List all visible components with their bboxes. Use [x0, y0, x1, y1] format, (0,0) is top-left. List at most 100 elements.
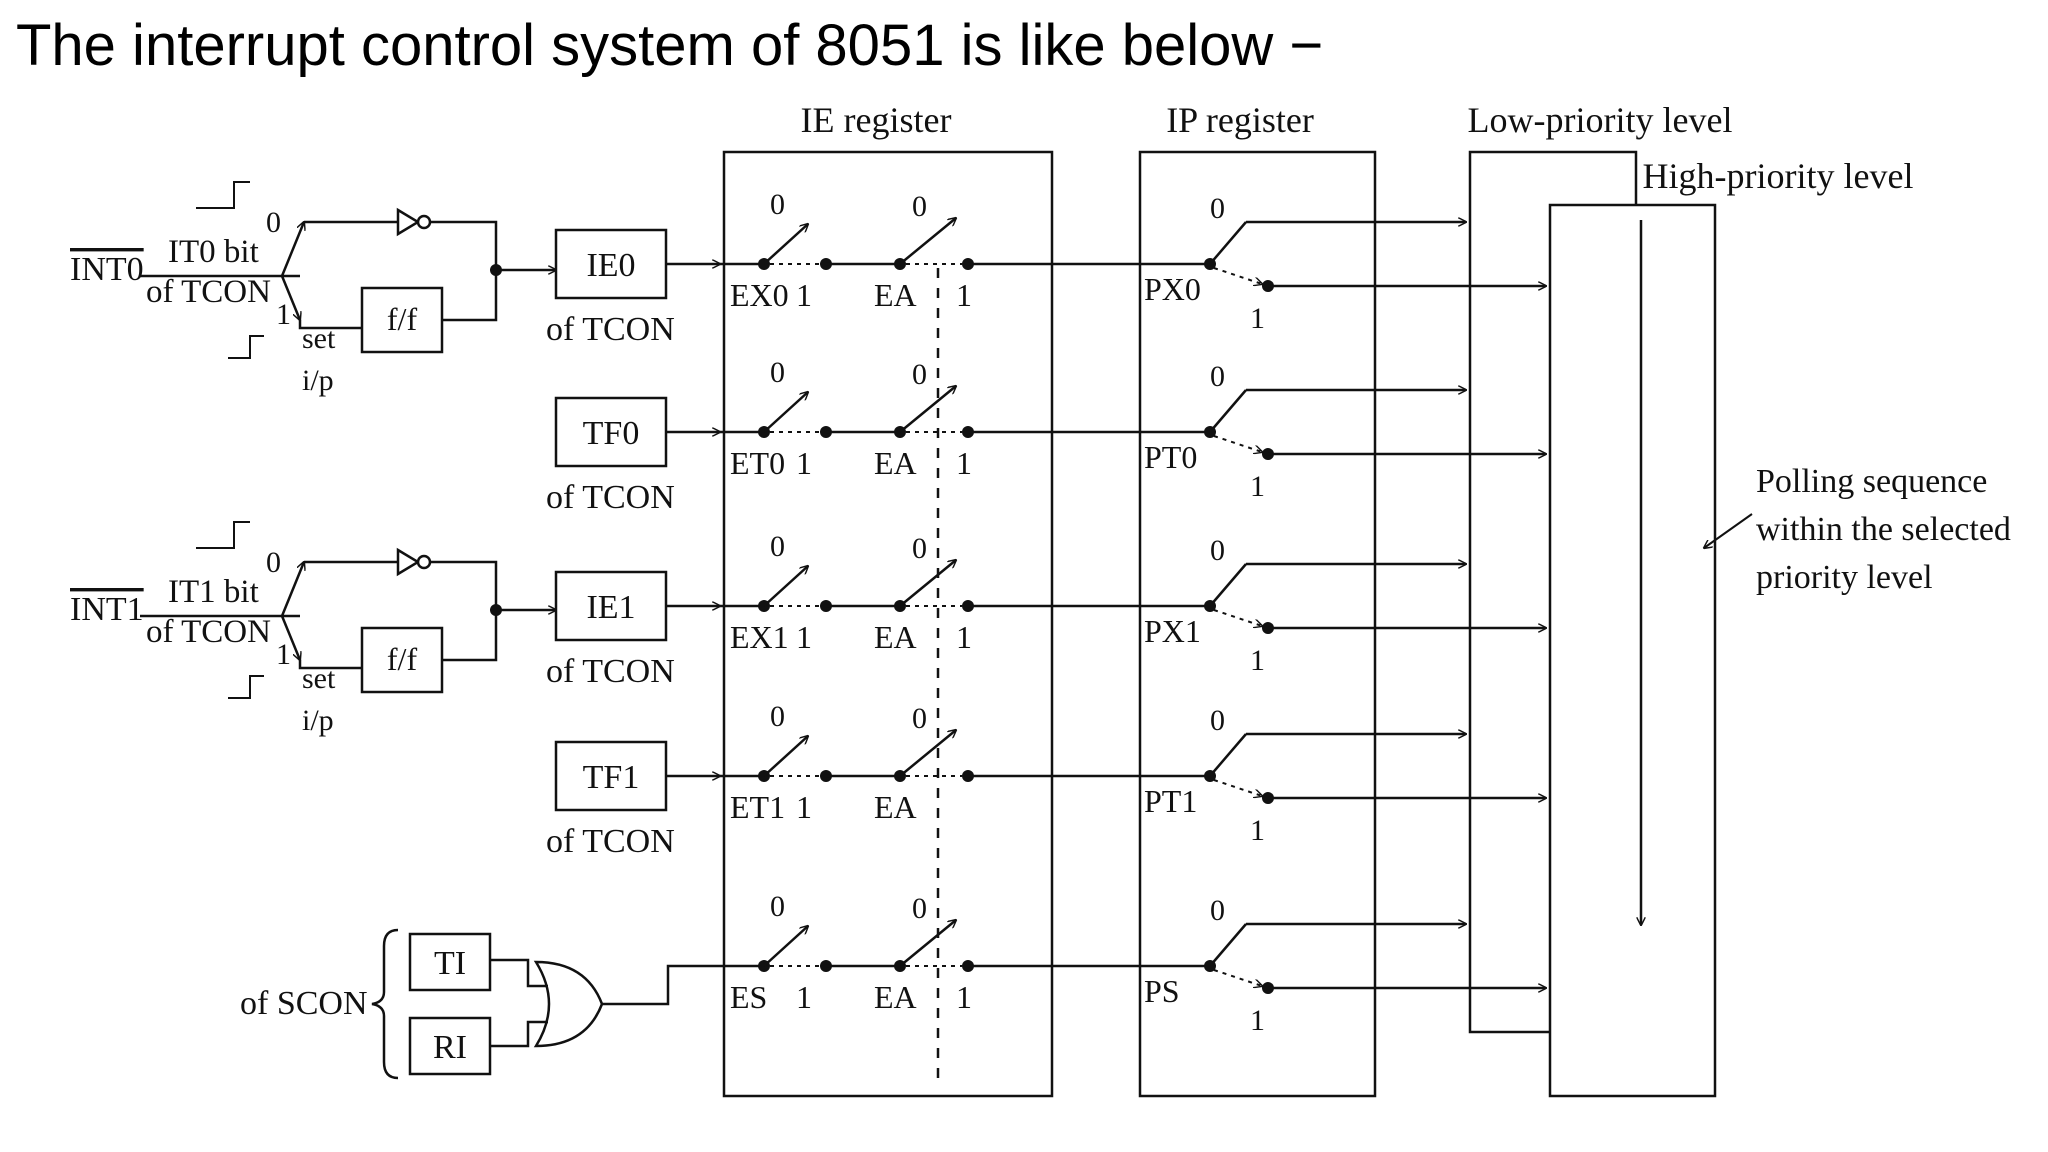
low-priority-box [1468, 150, 1638, 1034]
ip-register-box [1138, 150, 1377, 1098]
ea-0-label: 0 [912, 358, 927, 391]
ea-0-label: 0 [912, 190, 927, 223]
priority-bit-label: PS [1144, 973, 1180, 1009]
ip-label: i/p [302, 364, 334, 397]
priority-1-label: 1 [1250, 470, 1265, 503]
priority-arm-0 [1209, 563, 1247, 607]
priority-0-label: 0 [1210, 894, 1225, 927]
ea-bit-label: EA [874, 789, 917, 825]
selector-0-label: 0 [266, 206, 281, 239]
enable-bit-label: EX1 [730, 619, 789, 655]
priority-1-label: 1 [1250, 814, 1265, 847]
priority-dotted [1213, 779, 1262, 796]
priority-0-label: 0 [1210, 192, 1225, 225]
ea-bit-label: EA [874, 979, 917, 1015]
selector-0-label: 0 [266, 546, 281, 579]
selector-arm-0 [280, 562, 304, 617]
lower-path [298, 320, 362, 330]
flip-flop-label: f/f [387, 301, 418, 337]
polling-label-1: Polling sequence [1756, 463, 1987, 500]
ea-bit-label: EA [874, 619, 917, 655]
selector-arm-0 [280, 222, 304, 277]
inverter-bubble [416, 554, 432, 570]
ea-switch-arm [899, 730, 956, 777]
ri-label: RI [433, 1029, 467, 1066]
enable-0-label: 0 [770, 356, 785, 389]
ie-register-box [722, 150, 1054, 1098]
priority-0-label: 0 [1210, 704, 1225, 737]
priority-arm-0 [1209, 389, 1247, 433]
enable-switch-arm [763, 566, 808, 607]
pin-label-0: INT0 [70, 251, 144, 288]
pin-label-1: INT1 [70, 591, 144, 628]
page-heading: The interrupt control system of 8051 is … [16, 13, 1324, 78]
selector-arm-1 [280, 615, 300, 660]
enable-bit-label: ET0 [730, 445, 785, 481]
rising-edge-icon [196, 521, 250, 549]
flag-sub-label: of TCON [546, 311, 675, 348]
set-label: set [302, 662, 336, 695]
upper-path-join [430, 220, 498, 270]
flip-flop-label: f/f [387, 641, 418, 677]
selector-arm-1 [280, 275, 300, 320]
priority-1-label: 1 [1250, 644, 1265, 677]
flag-label: TF1 [583, 759, 640, 796]
tcon-label-1: of TCON [146, 614, 271, 650]
ea-0-label: 0 [912, 892, 927, 925]
ea-switch-arm [899, 218, 956, 265]
enable-bit-label: ET1 [730, 789, 785, 825]
priority-dotted [1213, 267, 1262, 284]
priority-arm-0 [1209, 923, 1247, 967]
upper-path-join [430, 560, 498, 610]
ea-0-label: 0 [912, 532, 927, 565]
high-priority-box [1548, 203, 1717, 1098]
ea-bit-label: EA [874, 445, 917, 481]
ea-1-label: 1 [956, 445, 972, 481]
flag-sub-label: of TCON [546, 823, 675, 860]
priority-bit-label: PT0 [1144, 439, 1197, 475]
priority-1-label: 1 [1250, 302, 1265, 335]
priority-0-label: 0 [1210, 360, 1225, 393]
polling-label-3: priority level [1756, 559, 1933, 596]
inverter-bubble [416, 214, 432, 230]
flag-label: IE0 [586, 247, 635, 284]
enable-switch-arm [763, 736, 808, 777]
selector-1-label: 1 [276, 638, 291, 671]
ea-switch-arm [899, 386, 956, 433]
flag-label: TF0 [583, 415, 640, 452]
polling-label-2: within the selected [1756, 511, 2011, 548]
ea-0-label: 0 [912, 702, 927, 735]
enable-1-label: 1 [796, 277, 812, 313]
tcon-label-0: of TCON [146, 274, 271, 310]
enable-1-label: 1 [796, 789, 812, 825]
ie-register-title: IE register [801, 100, 952, 140]
falling-edge-icon [228, 335, 264, 359]
priority-bit-label: PT1 [1144, 783, 1197, 819]
low-priority-title: Low-priority level [1468, 100, 1733, 140]
serial-port-source [371, 928, 720, 1080]
lower-path [298, 660, 362, 670]
or-gate [533, 960, 604, 1048]
polling-pointer [1704, 513, 1753, 548]
lower-path-join [442, 610, 498, 662]
enable-switch-arm [763, 224, 808, 265]
enable-0-label: 0 [770, 890, 785, 923]
priority-dotted [1213, 609, 1262, 626]
flag-sub-label: of TCON [546, 479, 675, 516]
ea-1-label: 1 [956, 979, 972, 1015]
ti-label: TI [434, 945, 466, 982]
bit-label-1: IT1 bit [168, 574, 259, 610]
scon-label: of SCON [240, 985, 368, 1022]
selector-1-label: 1 [276, 298, 291, 331]
ea-switch-arm [899, 560, 956, 607]
enable-1-label: 1 [796, 619, 812, 655]
priority-dotted [1213, 435, 1262, 452]
priority-arm-0 [1209, 221, 1247, 265]
lower-path-join [442, 270, 498, 322]
